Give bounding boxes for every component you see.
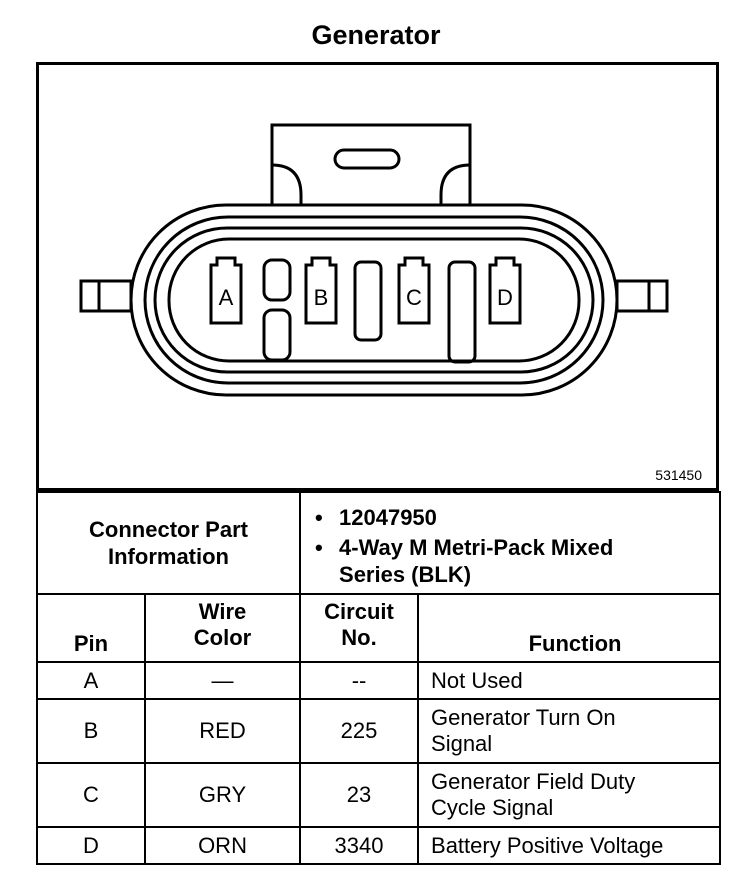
table-row: C GRY 23 Generator Field Duty Cycle Sign… <box>36 762 722 828</box>
wire-color-cell: GRY <box>143 762 302 828</box>
table-row: A — -- Not Used <box>36 661 722 700</box>
pin-cell: B <box>36 698 146 764</box>
function-cell: Generator Turn On Signal <box>417 698 722 764</box>
header-wire-color: Wire Color <box>143 593 302 663</box>
key-slot-top <box>262 258 292 302</box>
header-circuit: Circuit No. <box>299 593 420 663</box>
pin-label-d: D <box>497 285 513 310</box>
cavity-b <box>304 256 338 325</box>
part-number-item: • 12047950 <box>315 505 437 530</box>
pin-label-c: C <box>406 285 422 310</box>
connector-drawing: A B C D <box>79 123 669 397</box>
page-title: Generator <box>311 20 441 50</box>
connector-type-item: • 4-Way M Metri-Pack Mixed Series (BLK) <box>315 535 614 587</box>
circuit-cell: 23 <box>299 762 420 828</box>
connector-part-row: Connector Part Information • 12047950 • … <box>35 491 722 595</box>
connector-body-inner <box>153 226 595 374</box>
header-row: Pin Wire Color Circuit No. Function <box>36 593 722 663</box>
function-cell: Battery Positive Voltage <box>417 826 722 865</box>
pin-label-a: A <box>219 285 234 310</box>
left-tab <box>79 279 133 313</box>
connector-diagram: A B C D 531450 <box>36 62 719 491</box>
header-pin: Pin <box>36 593 146 663</box>
right-tab <box>615 279 669 313</box>
circuit-cell: 225 <box>299 698 420 764</box>
cavity-c <box>397 256 431 325</box>
latch-slot <box>333 148 401 170</box>
pin-cell: A <box>36 661 146 700</box>
wire-color-cell: ORN <box>143 826 302 865</box>
rib-2 <box>447 260 477 364</box>
connector-part-label: Connector Part Information <box>35 491 302 595</box>
pin-label-b: B <box>314 285 329 310</box>
connector-table: Connector Part Information • 12047950 • … <box>35 491 722 865</box>
cavity-d <box>488 256 522 325</box>
wire-color-cell: RED <box>143 698 302 764</box>
rib-1 <box>353 260 383 342</box>
function-cell: Generator Field Duty Cycle Signal <box>417 762 722 828</box>
pin-cell: C <box>36 762 146 828</box>
pin-cell: D <box>36 826 146 865</box>
connector-face <box>167 237 581 363</box>
function-cell: Not Used <box>417 661 722 700</box>
circuit-cell: -- <box>299 661 420 700</box>
wire-color-cell: — <box>143 661 302 700</box>
table-row: B RED 225 Generator Turn On Signal <box>36 698 722 764</box>
reference-number: 531450 <box>655 467 702 483</box>
connector-body-middle <box>143 215 605 385</box>
key-slot-bottom <box>262 308 292 362</box>
connector-body-outer <box>129 203 619 397</box>
cavity-a <box>209 256 243 325</box>
header-function: Function <box>417 593 722 663</box>
connector-part-values: • 12047950 • 4-Way M Metri-Pack Mixed Se… <box>299 491 722 595</box>
circuit-cell: 3340 <box>299 826 420 865</box>
table-row: D ORN 3340 Battery Positive Voltage <box>36 826 722 865</box>
